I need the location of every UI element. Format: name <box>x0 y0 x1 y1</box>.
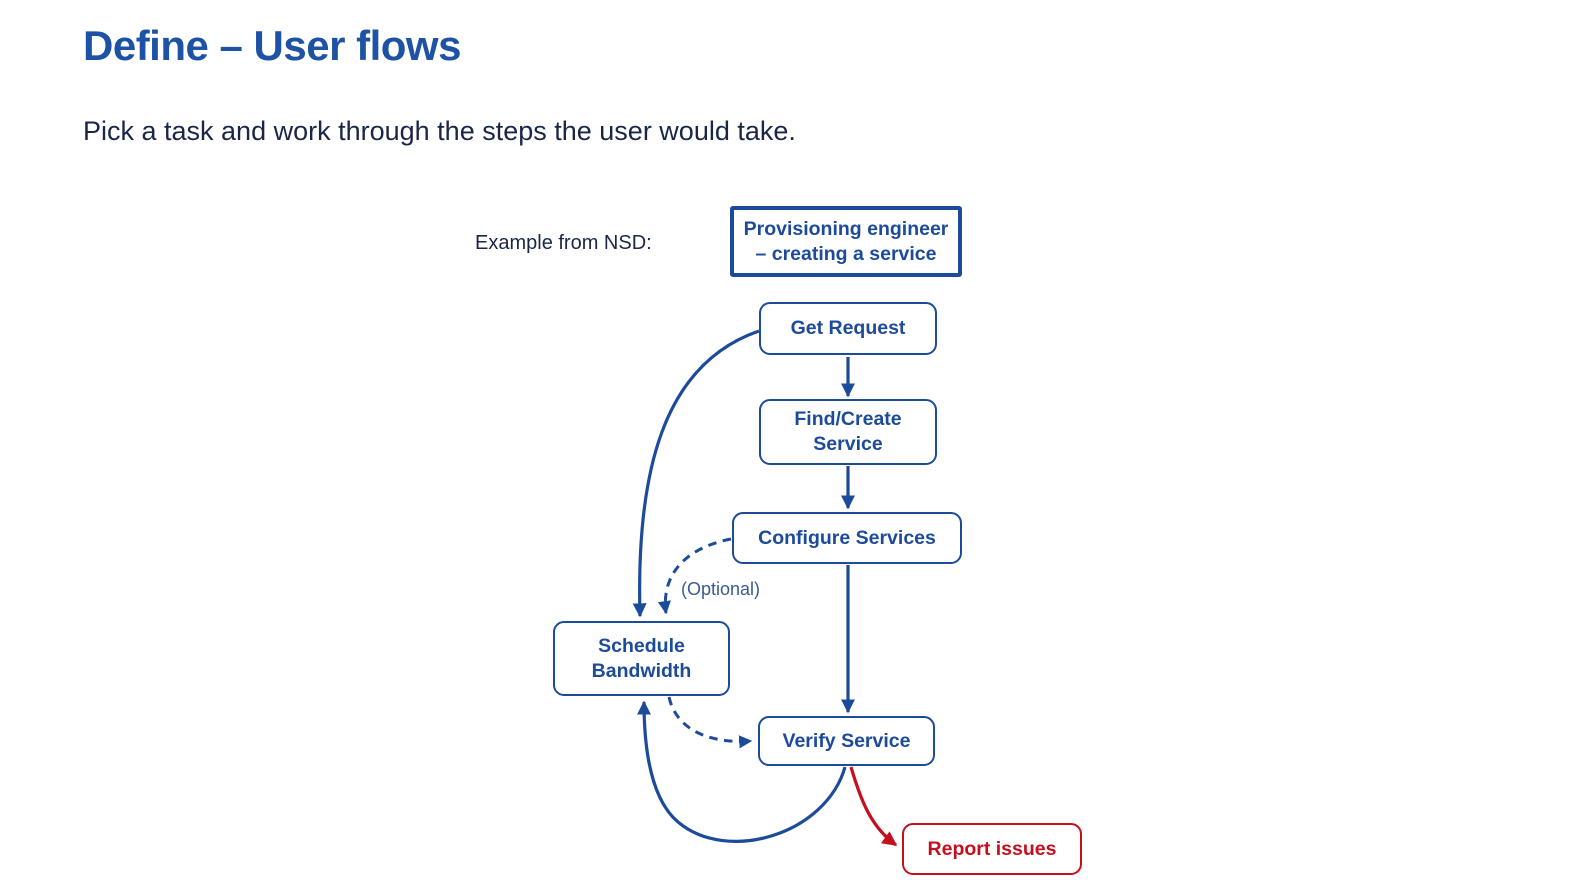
arrow-schedule-to-verify <box>667 696 753 749</box>
diagram-caption: Example from NSD: <box>475 232 652 254</box>
node-provisioning-engineer: Provisioning engineer – creating a servi… <box>730 206 962 277</box>
node-verify-service: Verify Service <box>758 716 935 766</box>
arrow-verify-to-report-issues <box>849 766 898 847</box>
node-find-create-service: Find/Create Service <box>759 399 937 465</box>
arrow-configure-to-schedule-optional <box>657 537 732 615</box>
optional-label: (Optional) <box>681 579 761 599</box>
page-subtitle: Pick a task and work through the steps t… <box>83 116 796 146</box>
arrow-get-request-to-schedule <box>632 329 760 618</box>
node-configure-services: Configure Services <box>732 512 962 564</box>
node-get-request: Get Request <box>759 302 937 355</box>
page-title: Define – User flows <box>83 22 461 69</box>
node-schedule-bandwidth: Schedule Bandwidth <box>553 621 730 696</box>
node-report-issues: Report issues <box>902 823 1082 875</box>
